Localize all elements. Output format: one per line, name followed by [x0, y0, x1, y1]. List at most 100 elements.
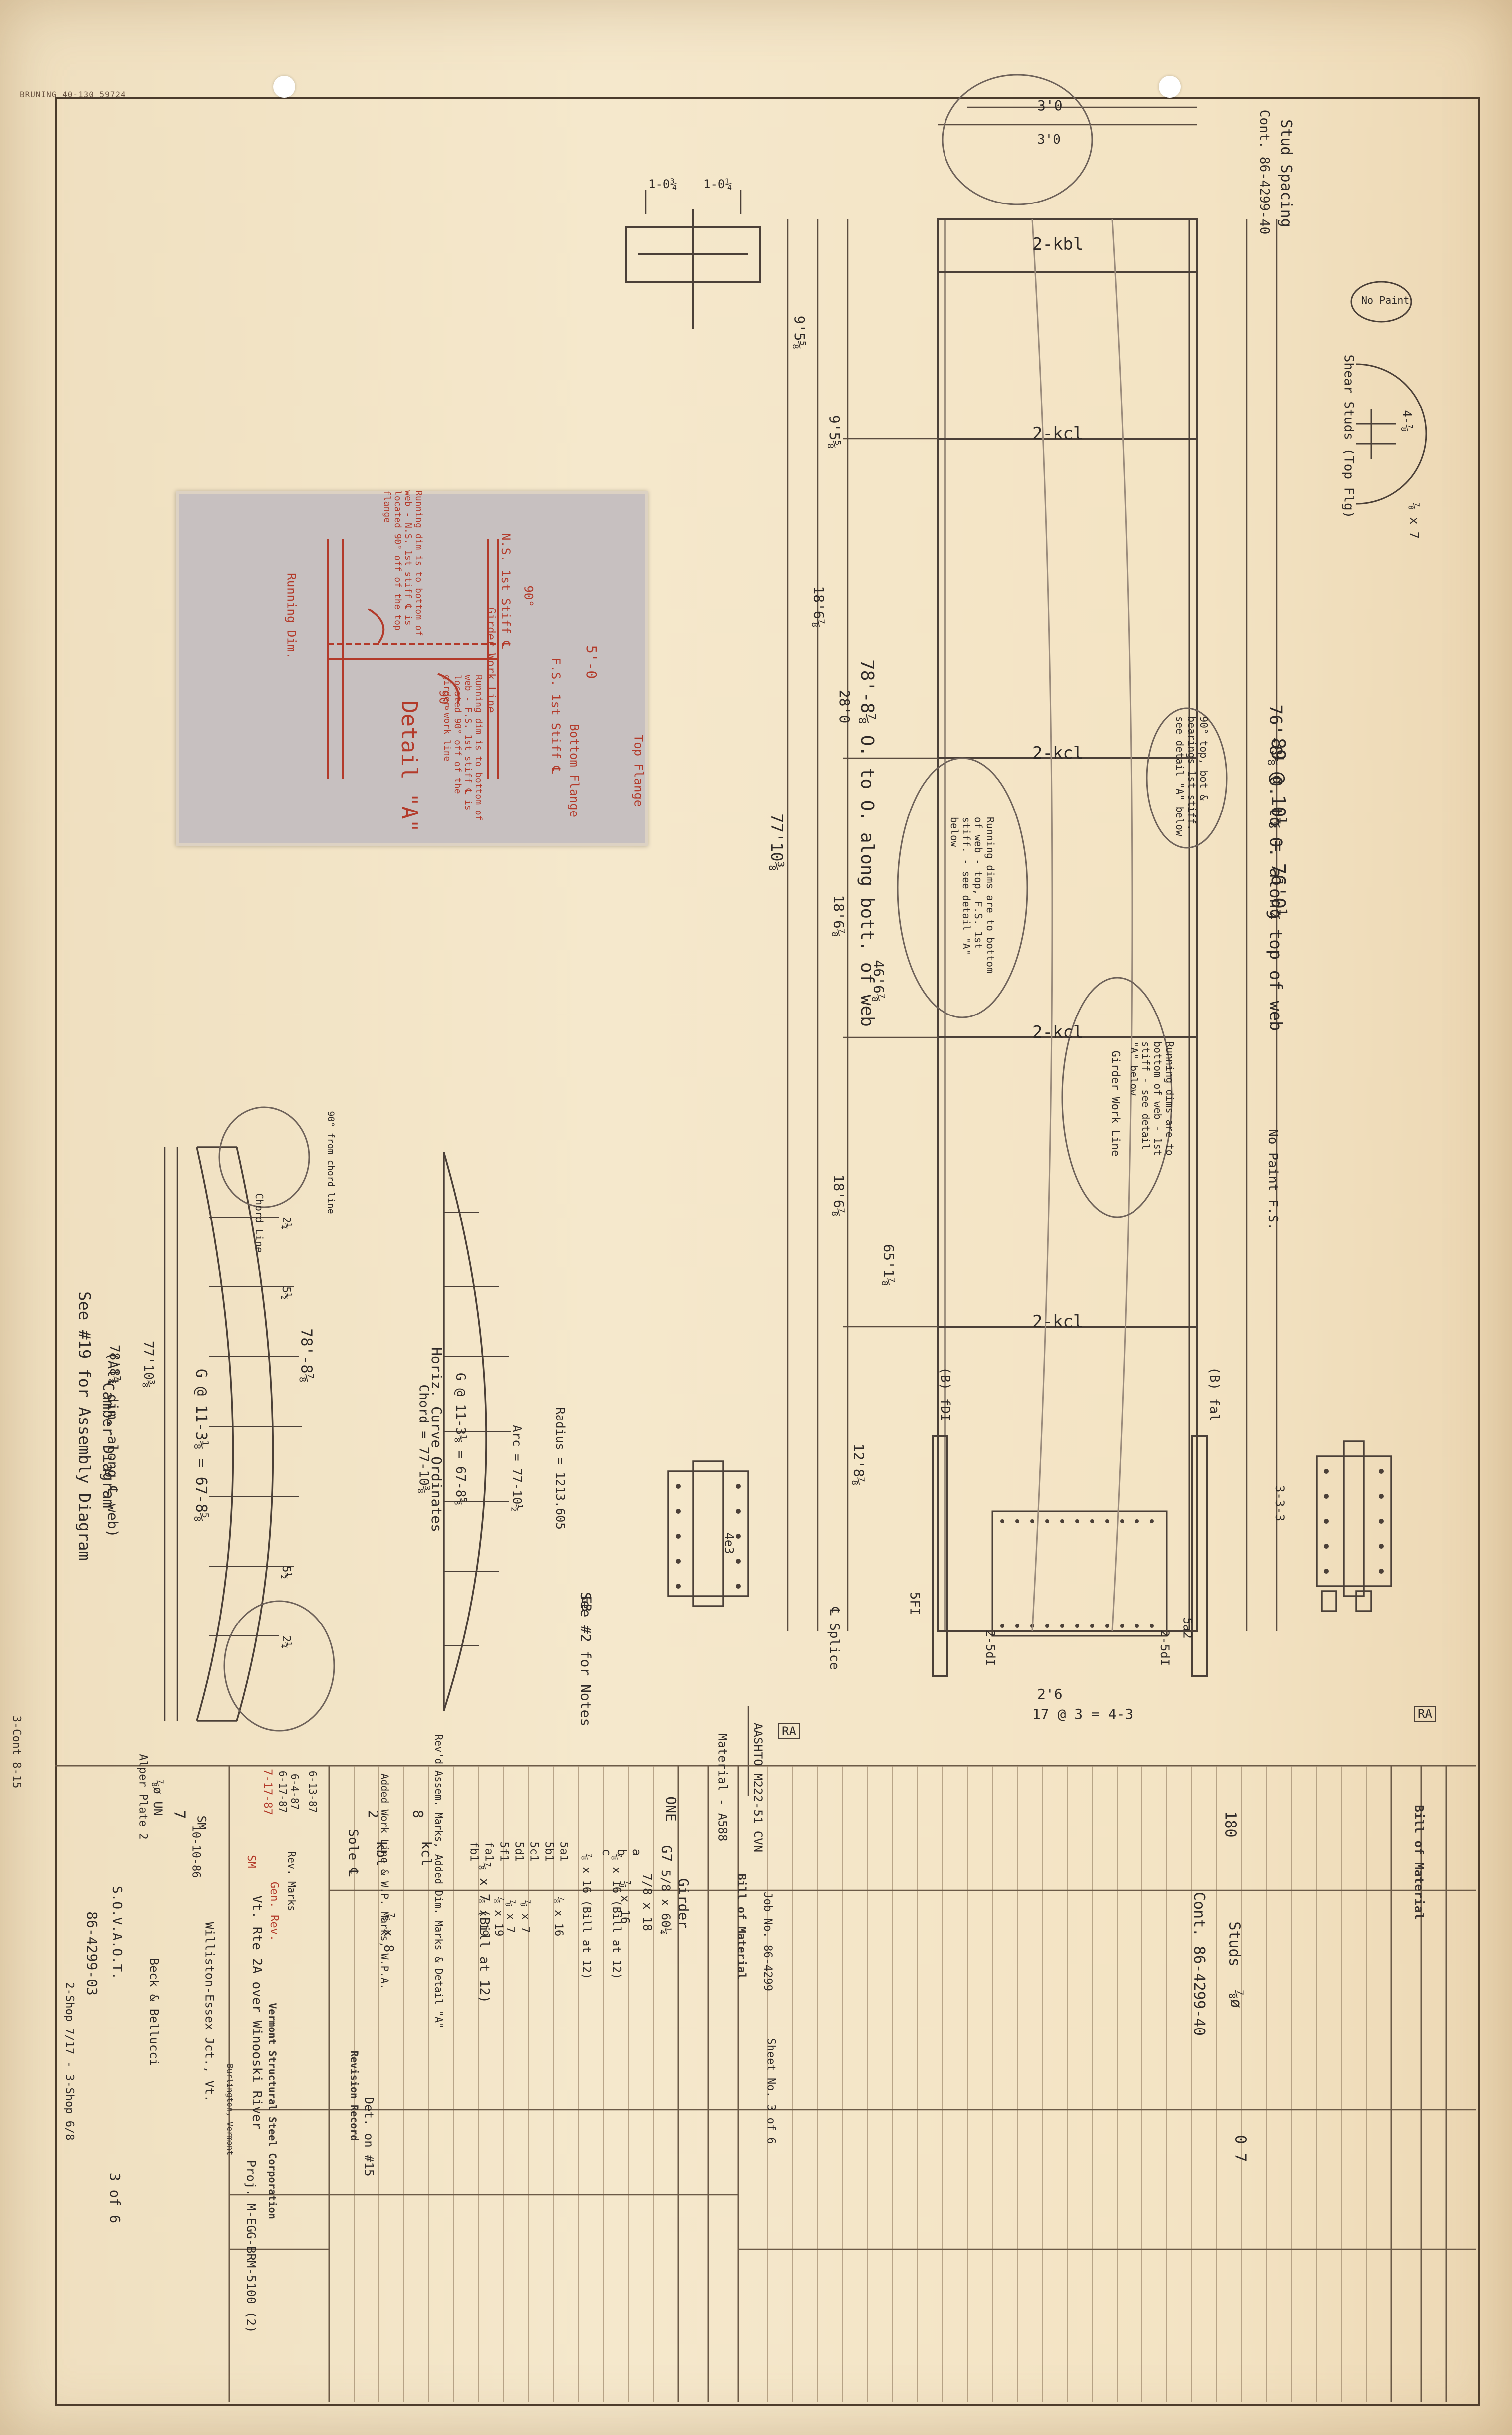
camber-offset: 2¼: [279, 1217, 292, 1230]
camber-length: 77'10⅜: [140, 1341, 156, 1388]
mark-label: 5FI: [907, 1592, 922, 1616]
detail-a-dim: 5'-0: [583, 645, 600, 679]
bom2-desc: ⅞ x 7 (Bill at 12): [476, 1862, 492, 2003]
bom2-header: Bill of Material: [735, 1873, 748, 1980]
revision-text: Rev'd Assem. Marks, Added Dim. Marks & D…: [433, 1734, 445, 2029]
bom-header: Bill of Material: [1412, 1805, 1426, 1920]
bom2-mark: 5d1: [512, 1841, 525, 1862]
revision-date: 7-17-87: [261, 1769, 274, 1815]
bom2-mark: fa1: [482, 1841, 495, 1862]
running-note: Running dims are to bottom of web - top,…: [948, 817, 996, 974]
designer: S.O.V.A.O.T.: [109, 1886, 124, 1980]
stud-spacing-ref: Cont. 86-4299-40: [1257, 109, 1272, 235]
bom-len: 0 7: [1231, 2135, 1249, 2162]
camber-length: 78'-8⅞: [297, 1328, 315, 1383]
revision-date: 6-13-87: [307, 1770, 319, 1813]
dim-463: 4e3: [722, 1532, 736, 1554]
detail-a-label: Running Dim.: [284, 573, 299, 659]
footer-note: 2-Shop 7/17 - 3-Shop 6/8: [63, 1982, 76, 2141]
bom2-desc: ⅞ x 16 (Bill at 12): [610, 1853, 623, 1980]
flange-dim: 1-0¾: [648, 177, 677, 191]
sheet-border: [55, 97, 1480, 2406]
detail-a-label: Girder Work Line: [484, 607, 497, 713]
notes-reference: See #2 for Notes: [577, 1592, 594, 1727]
bom2-desc: 5/8 x 60¼: [659, 1869, 673, 1935]
camber-spacing: G @ 11-3⅛ = 67-8⅝: [192, 1368, 210, 1522]
bom-note: Cont. 86-4299-40: [1190, 1892, 1208, 2036]
checked-by: 7: [170, 1810, 188, 1819]
horiz-curve-spacing: G @ 11-3⅛ = 67-8⅝: [453, 1372, 468, 1506]
eb-mark: EB: [578, 1596, 594, 1612]
spacing-dim: 18'6⅞: [810, 586, 827, 628]
running-note: 90° top, bot & bearings 1st stiff. see d…: [1174, 716, 1210, 836]
camber-offset: 5½: [279, 1286, 292, 1300]
paint-note: No Paint F.S.: [1265, 1129, 1280, 1230]
running-note: Running dims are to bottom of web - 1st …: [1128, 1041, 1176, 1156]
spacing-dim: 65'1⅞: [880, 1244, 897, 1286]
chord-line-label: Chord Line: [253, 1193, 266, 1253]
project-number: Proj. M-EGG-BRM-5100 (2): [244, 2160, 258, 2333]
plate-note: Alper Plate 2: [136, 1754, 149, 1840]
camber-length: 78'8⅞: [107, 1344, 122, 1384]
detail-a-note: Running dim is to bottom of web - N.S. 1…: [382, 490, 424, 636]
bom2-mark: fb1: [467, 1841, 480, 1862]
detail-a-label: F.S. 1st Stiff ℄: [549, 657, 563, 774]
spacing-dim: 12'8⅞: [850, 1443, 867, 1486]
bom-mark: Studs: [1225, 1921, 1243, 1967]
revision-text: Added Work Line & W.P. Marks, W.P.A.: [378, 1773, 391, 1990]
project-customer: Beck & Bellucci: [147, 1958, 161, 2066]
camber-offset: 2¼: [279, 1635, 292, 1649]
horiz-curve-chord: Chord = 77-10⅜: [416, 1384, 431, 1494]
camber-offset: 5½: [279, 1566, 292, 1579]
punch-hole: [273, 76, 295, 98]
company-city: Burlington, Vermont: [225, 2063, 235, 2156]
spacing-dim: 9'5⅝: [791, 315, 808, 350]
mark-label: 2-5dI: [1158, 1629, 1172, 1666]
bom2-desc: ⅞ x 7: [504, 1900, 517, 1933]
bom2-mark: 5b1: [542, 1841, 555, 1862]
bom2-qty: 8: [409, 1810, 426, 1818]
ra-label: RA: [1414, 1706, 1436, 1722]
stiffener-label: 2-kbl: [1032, 234, 1084, 254]
flange-mark: (B) fal: [1206, 1367, 1222, 1421]
horiz-curve-arc: Arc = 77-10½: [510, 1425, 524, 1512]
project-name: Vt. Rte 2A over Winooski River: [249, 1895, 264, 2130]
spacing-dim: 28'0: [836, 689, 853, 724]
detail-a-title: Detail "A": [396, 700, 422, 832]
revision-date: 6-17-87: [277, 1770, 289, 1813]
top-width: 3'0: [1037, 97, 1063, 114]
horiz-curve-radius: Radius = 1213.605: [553, 1407, 567, 1530]
revision-text: Rev. Marks: [286, 1851, 298, 1912]
detail-a-sketch: [327, 539, 499, 779]
bolt-pattern: 17 @ 3 = 4-3: [1032, 1706, 1134, 1722]
stiffener-label: 2-kcl: [1032, 743, 1084, 763]
bom2-qty: ONE: [662, 1796, 679, 1822]
spacing-dim: 9'5⅝: [826, 415, 843, 449]
detail-a-angle: 90°: [436, 690, 451, 712]
shear-studs-label: Shear Studs (Top Flg): [1341, 354, 1356, 519]
detail-a-label: Bottom Flange: [567, 724, 581, 817]
bom2-mark: a: [630, 1848, 644, 1856]
dim-333: 3-3-3: [1273, 1485, 1287, 1522]
sheet-number: 3 of 6: [107, 2172, 124, 2224]
detail-a-inset: Detail "A" 5'-0 N.S. 1st Stiff ℄ F.S. 1s…: [176, 490, 648, 846]
bom2-spec: AASHTO M222-51 CVN: [751, 1722, 765, 1853]
bom2-desc: 7/8 x 18: [640, 1873, 654, 1931]
shear-studs-size: ⅞ x 7: [1407, 502, 1422, 539]
paper-brand-mark: BRUNING 40-130 59724: [20, 90, 126, 99]
company-name: Vermont Structural Steel Corporation: [266, 2003, 279, 2219]
bom2-job: Job No. 86-4299: [761, 1892, 774, 1991]
bom2-desc: ⅞ x 16 (Bill at 12): [580, 1853, 593, 1980]
bottom-sub-dim: 77'10⅜: [767, 813, 786, 871]
detail-a-angle: 90°: [521, 585, 536, 607]
spacing-dim: 18'6⅞: [830, 1174, 847, 1217]
spacing-dim: 46'6⅞: [870, 960, 887, 1002]
bom-qty: 180: [1221, 1811, 1239, 1838]
stud-spacing-label: Stud Spacing: [1277, 119, 1295, 227]
bom2-sheet: Sheet No. 3 of 6: [764, 2038, 777, 2144]
job-number: 86-4299-03: [83, 1911, 100, 1996]
bom2-desc: ⅞ x 19: [492, 1896, 505, 1937]
mark-label: 2-5dI: [983, 1629, 998, 1666]
